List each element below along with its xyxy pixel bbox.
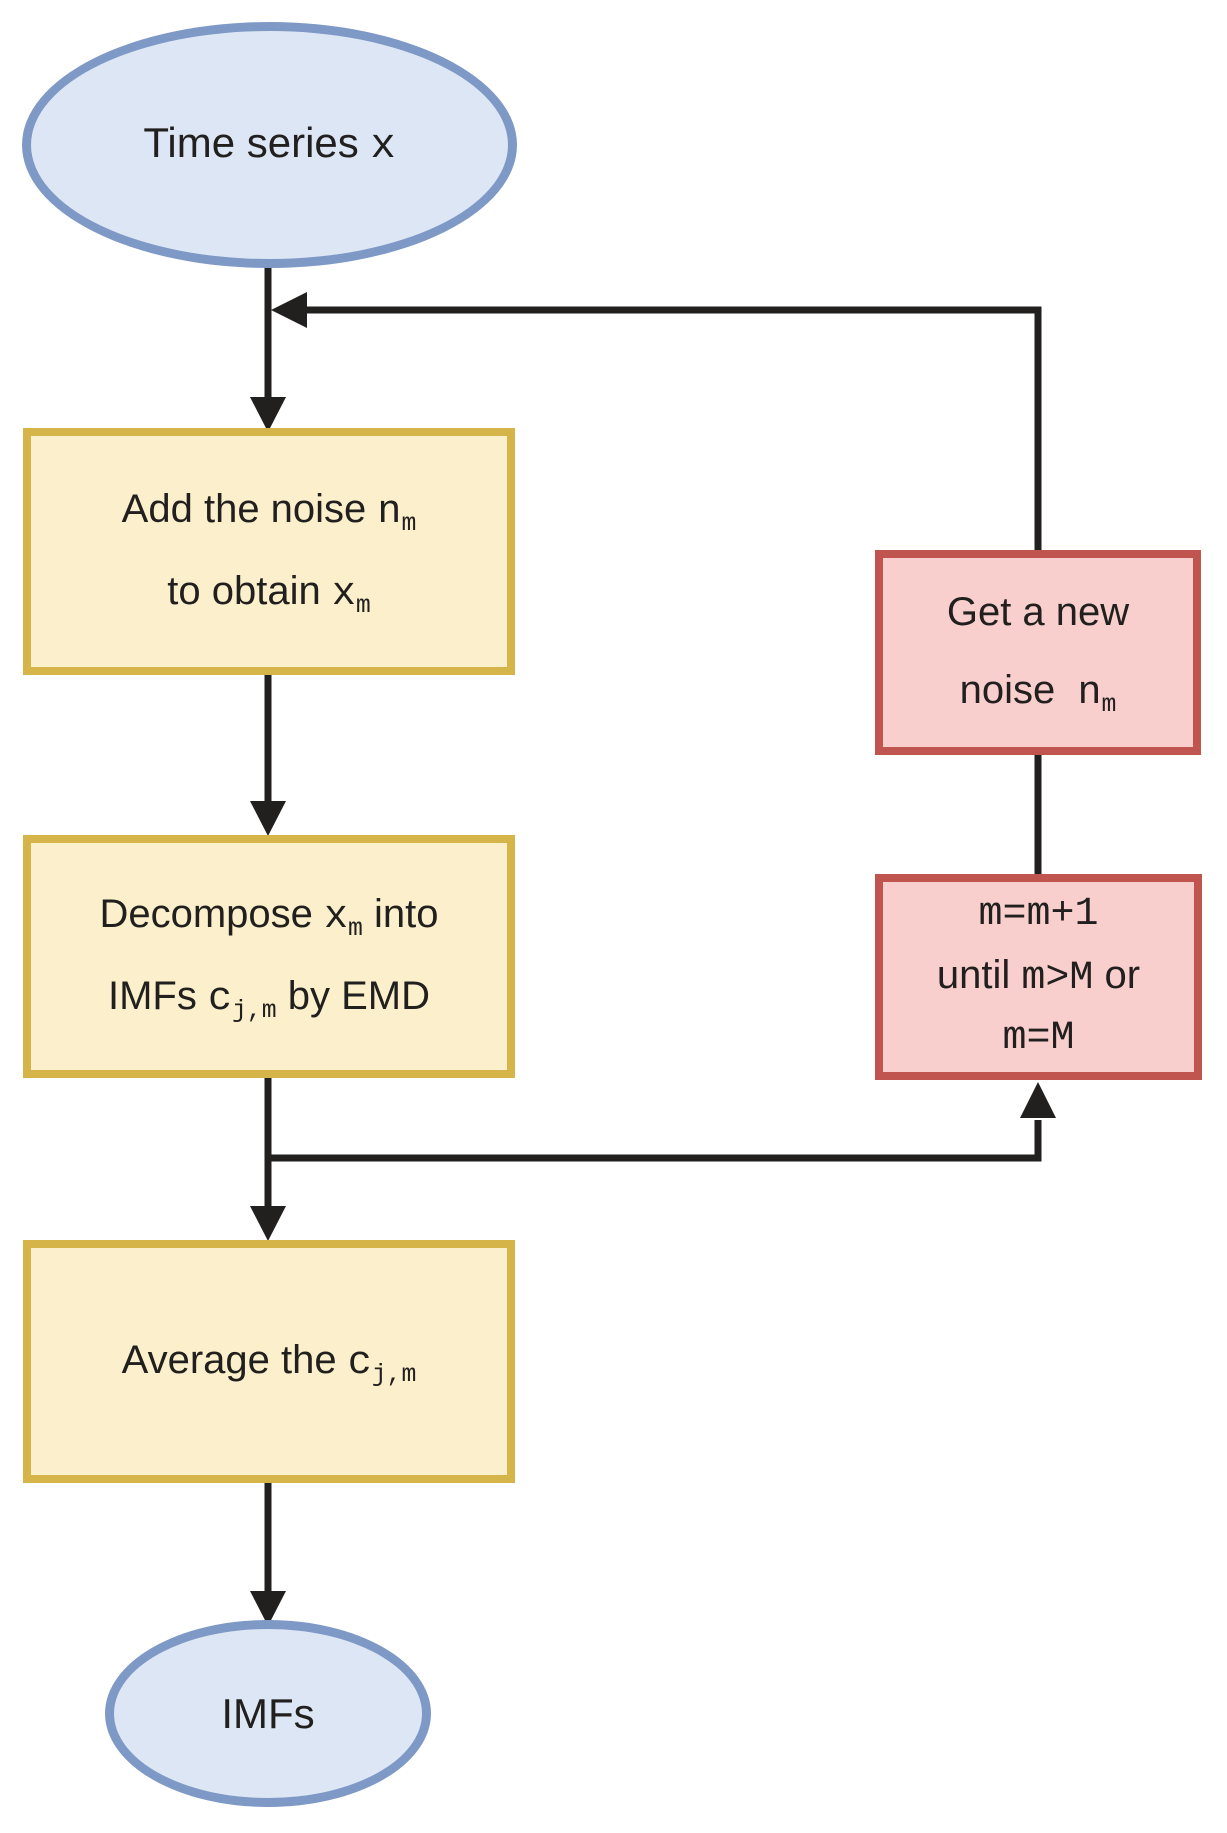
- arrow-decompose-to-counter: [268, 1082, 1056, 1162]
- noise-text: noise: [959, 667, 1078, 712]
- var-x: x: [370, 122, 396, 171]
- add-noise-line2: to obtain xm: [167, 552, 370, 634]
- var-n-subscript: m: [401, 509, 417, 538]
- counter-line3: m=M: [1002, 1016, 1075, 1061]
- var-xm: x: [331, 571, 356, 617]
- node-end-imfs: IMFs: [105, 1620, 431, 1807]
- decompose-text-1: Decompose: [99, 891, 325, 936]
- arrow-average-to-end: [250, 1479, 286, 1626]
- var-n-2: n: [1077, 670, 1102, 716]
- counter-line2: until m>M or: [937, 945, 1140, 1009]
- decompose-line1: Decompose xm into: [99, 875, 438, 957]
- var-c-subscript: j,m: [231, 996, 277, 1025]
- decompose-text-4: by EMD: [276, 973, 430, 1018]
- var-c: c: [207, 976, 232, 1022]
- node-average: Average the cj,m: [23, 1240, 515, 1483]
- arrow-decompose-to-average: [250, 1074, 286, 1241]
- var-n-2-subscript: m: [1101, 690, 1117, 719]
- node-start-time-series: Time series x: [22, 22, 517, 268]
- noise-line1: Get a new: [946, 589, 1130, 634]
- node-decompose: Decompose xm into IMFs cj,m by EMD: [23, 835, 515, 1078]
- decompose-line2: IMFs cj,m by EMD: [108, 957, 430, 1039]
- arrow-start-to-add: [250, 262, 286, 432]
- var-m-gt-M: m>M: [1021, 956, 1094, 1001]
- add-text-1: Add the noise: [121, 486, 378, 531]
- node-add-noise: Add the noise nm to obtain xm: [23, 428, 515, 675]
- decompose-text-3: IMFs: [107, 973, 208, 1018]
- var-c-2: c: [347, 1340, 372, 1386]
- node-start-label: Time series x: [143, 102, 395, 188]
- node-get-new-noise: Get a new noise nm: [875, 550, 1201, 755]
- arrow-loop-noise-to-main: [271, 292, 1042, 552]
- add-text-2: to obtain: [167, 568, 332, 613]
- noise-line2: noise nm: [960, 651, 1117, 733]
- arrow-add-to-decompose: [250, 671, 286, 836]
- add-noise-line1: Add the noise nm: [122, 470, 417, 552]
- counter-text-1: until: [936, 953, 1022, 997]
- var-n: n: [377, 489, 402, 535]
- decompose-text-2: into: [362, 891, 439, 936]
- average-text: Average the: [121, 1337, 348, 1382]
- var-xm-2-subscript: m: [348, 914, 363, 943]
- node-increment-counter: m=m+1 until m>M or m=M: [875, 874, 1202, 1080]
- var-c-2-subscript: j,m: [371, 1360, 417, 1389]
- node-end-label: IMFs: [221, 1689, 315, 1737]
- var-xm-2: x: [324, 894, 349, 940]
- counter-line1: m=m+1: [978, 892, 1099, 937]
- average-line: Average the cj,m: [122, 1321, 417, 1403]
- start-text: Time series: [143, 119, 371, 167]
- var-xm-subscript: m: [355, 591, 371, 620]
- counter-text-2: or: [1093, 953, 1141, 997]
